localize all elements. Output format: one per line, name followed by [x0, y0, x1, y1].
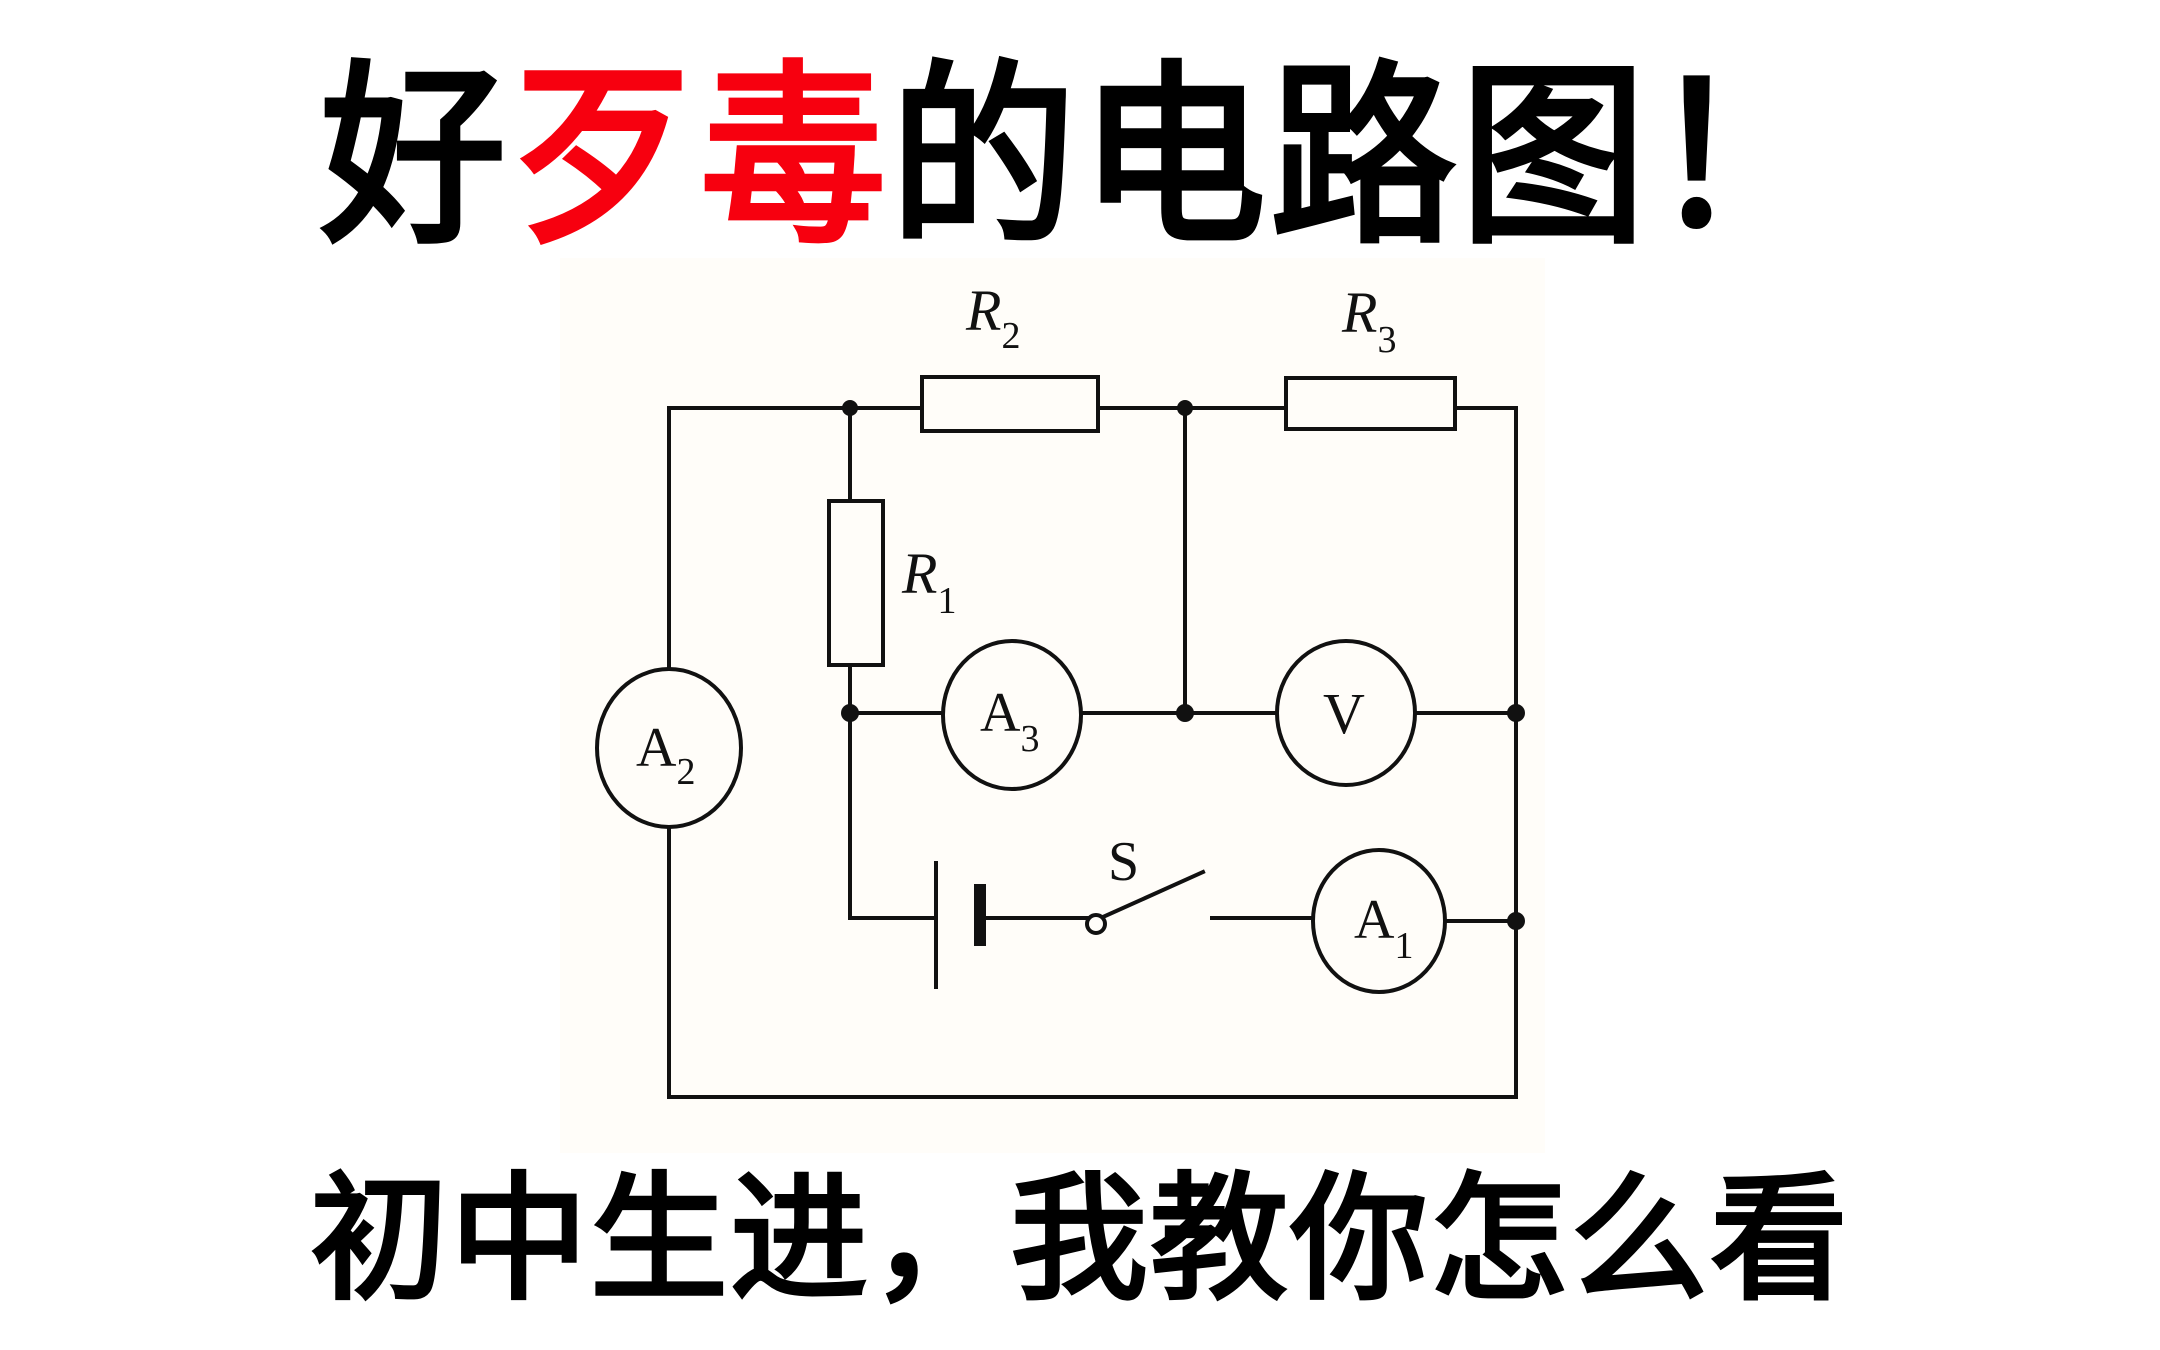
label-r1: R1	[901, 541, 956, 622]
voltmeter-v	[1275, 639, 1417, 787]
title-prefix: 好	[319, 44, 510, 272]
label-a1: A1	[1354, 889, 1413, 967]
label-v: V	[1323, 681, 1365, 746]
title-accent: 歹毒	[509, 44, 890, 272]
resistor-r2	[920, 375, 1100, 433]
title-suffix: 的电路图！	[890, 44, 1841, 272]
battery-icon	[934, 861, 986, 989]
resistor-r3	[1284, 376, 1457, 431]
ammeter-a3	[941, 639, 1083, 791]
page-title: 好歹毒的电路图！	[54, 38, 2106, 278]
label-a3: A3	[980, 682, 1039, 760]
ammeter-a2	[595, 667, 743, 829]
label-r2: R2	[965, 278, 1020, 357]
junction-dots	[841, 400, 1525, 930]
label-a2: A2	[636, 717, 695, 793]
subtitle: 初中生进，我教你怎么看	[309, 1159, 1850, 1320]
resistor-r1	[827, 499, 885, 667]
label-s: S	[1108, 831, 1139, 893]
switch-icon	[1085, 869, 1206, 935]
ammeter-a1	[1311, 848, 1447, 994]
label-r3: R3	[1341, 280, 1396, 361]
